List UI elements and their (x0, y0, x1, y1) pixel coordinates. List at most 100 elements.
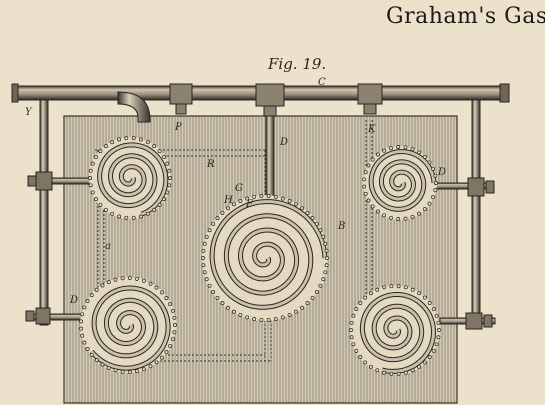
coil-rivet (124, 215, 129, 220)
coil-rivet (88, 168, 93, 173)
coil-rivet (207, 228, 212, 233)
label-h: H (224, 195, 233, 206)
coil-rivet (226, 305, 230, 310)
coil-tube (98, 143, 168, 216)
coil-rivet (113, 277, 118, 282)
figure-caption: Fig. 19. (268, 55, 327, 73)
coil-rivet (113, 368, 118, 373)
coil-tube (360, 293, 436, 373)
coil-rivet (434, 313, 439, 318)
coil-rivet (273, 194, 278, 199)
coil-rivet (204, 277, 209, 282)
coil-rivet (173, 323, 177, 327)
label-c: C (318, 77, 326, 88)
coil-rivet (94, 287, 99, 292)
coil-tube (90, 286, 170, 370)
coil-rivet (266, 194, 271, 199)
coil-rivet (417, 291, 422, 296)
coil-rivet (389, 215, 393, 220)
coil-rivet (287, 199, 292, 204)
coil-rivet (100, 362, 105, 367)
coil-rivet (433, 188, 438, 193)
coil-rivet (434, 342, 439, 347)
coil-rivet (201, 263, 206, 268)
coil-rivet (215, 295, 220, 300)
coil-rivet (266, 317, 271, 322)
coil-rivet (431, 348, 436, 353)
coil-rivet (141, 367, 146, 372)
coil-rivet (389, 146, 393, 151)
coil-rivet (410, 214, 415, 219)
connection-pipes (95, 120, 373, 362)
coil-rivet (417, 364, 422, 369)
coil-rivet (211, 221, 216, 226)
coil-rivet (436, 320, 441, 325)
coil-rivet (238, 312, 243, 317)
coil-rivet (154, 360, 159, 365)
coil-rivet (324, 248, 329, 253)
coil-rivet (120, 369, 125, 374)
coil-rivet (103, 207, 108, 212)
coil-rivet (204, 234, 209, 239)
coil-rivet (207, 283, 212, 288)
coil-rivet (431, 166, 436, 171)
coil-rivet (410, 287, 415, 292)
coil-rivet (427, 301, 432, 305)
coil-rivet (88, 183, 93, 188)
coil-rivet (396, 145, 401, 149)
coil-rivet (351, 342, 356, 347)
coil-rivet (82, 305, 87, 310)
coil-rivet (366, 163, 371, 168)
coil-rivet (164, 296, 169, 300)
coil-rivet (325, 256, 329, 260)
page-title: Graham's Gas‑ (386, 4, 545, 29)
coil-rivet (152, 207, 157, 212)
label-p: P (175, 122, 182, 133)
coil-rivet (94, 154, 98, 159)
coil-rivet (318, 283, 323, 288)
coil-rivet (168, 302, 173, 307)
coil-rivet (362, 184, 367, 189)
coil-rivet (403, 370, 408, 375)
coil-rivet (94, 197, 98, 202)
coil-rivet (370, 157, 375, 162)
coil-rivet (363, 295, 368, 300)
coil-rivet (117, 214, 122, 219)
label-b: B (338, 221, 346, 232)
coil-rivet (106, 280, 111, 285)
side-valves (25, 171, 495, 330)
coil-rivet (314, 221, 319, 226)
coil-rivet (124, 136, 129, 141)
coil-rivet (351, 313, 356, 318)
coil-rivet (305, 301, 310, 306)
coil-rivet (403, 216, 408, 221)
label-g: G (235, 183, 243, 194)
main-valves (169, 83, 383, 117)
coil-rivet (232, 202, 236, 207)
coil-rivet (389, 371, 394, 376)
coil-rivet (349, 335, 354, 340)
label-d-center: D (280, 137, 289, 148)
coil-rivet (211, 290, 216, 295)
coil-rivet (120, 276, 125, 281)
coil-tube (210, 200, 327, 309)
coil-rivet (427, 201, 432, 206)
spiral-coil (201, 194, 329, 322)
coil-rivet (159, 355, 164, 360)
coil-rivet (396, 217, 401, 221)
coil-rivet (431, 195, 436, 200)
coil-rivet (436, 335, 441, 340)
coil-rivet (403, 285, 408, 290)
coil-rivet (433, 173, 438, 178)
coil-rivet (245, 315, 250, 320)
coil-rivet (431, 307, 436, 312)
coil-rivet (417, 150, 421, 155)
coil-rivet (138, 137, 143, 142)
coil-rivet (368, 291, 373, 296)
coil-rivet (375, 287, 380, 292)
label-d-left: D (70, 295, 79, 306)
coil-rivet (79, 326, 84, 331)
coil-rivet (162, 154, 166, 159)
coil-rivet (145, 140, 150, 145)
